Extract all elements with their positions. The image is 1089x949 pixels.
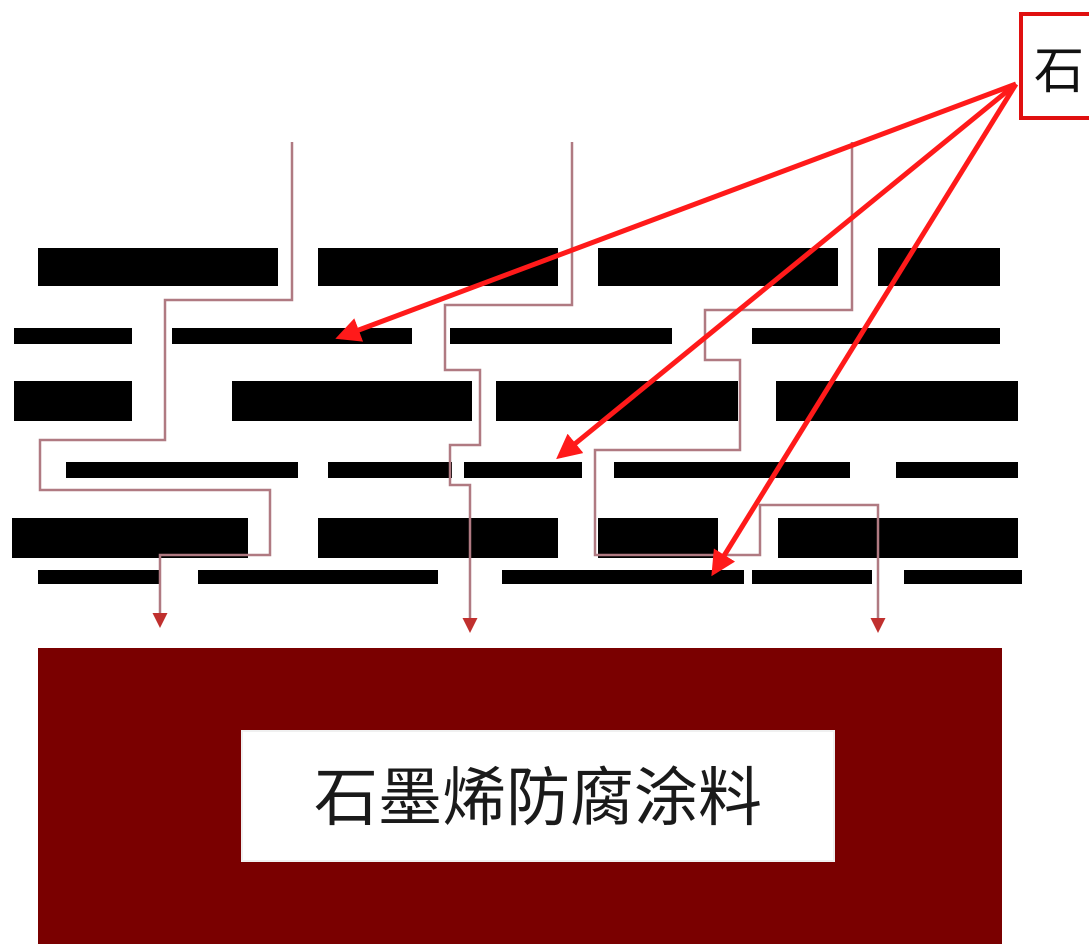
graphene-sheet	[904, 570, 1022, 584]
graphene-sheet-layers	[12, 248, 1022, 584]
graphene-sheet	[12, 518, 248, 558]
graphene-sheet	[878, 248, 1000, 286]
diffusion-path	[593, 142, 886, 633]
graphene-sheet	[318, 518, 558, 558]
graphene-sheet	[318, 248, 558, 286]
graphene-sheet	[14, 328, 132, 344]
graphene-sheet	[66, 462, 298, 478]
callout-box	[1019, 12, 1089, 120]
graphene-sheet	[776, 381, 1018, 421]
graphene-sheet	[502, 570, 744, 584]
substrate-label: 石墨烯防腐涂料	[314, 762, 762, 836]
callout-arrow	[556, 82, 1018, 460]
graphene-sheet	[598, 518, 718, 558]
graphene-sheet	[328, 462, 452, 478]
graphene-sheet	[752, 570, 872, 584]
graphene-sheet	[464, 462, 582, 478]
graphene-sheet	[450, 328, 672, 344]
graphene-sheet	[172, 328, 412, 344]
diffusion-path	[443, 142, 574, 633]
callout-arrow	[711, 82, 1019, 577]
diffusion-paths	[38, 142, 886, 633]
graphene-sheet	[14, 381, 132, 421]
callout-arrow	[335, 81, 1017, 342]
callout-label: 石	[1034, 42, 1084, 100]
substrate-label-box	[241, 730, 835, 862]
graphene-sheet	[232, 381, 472, 421]
graphene-sheet	[778, 518, 1018, 558]
graphene-sheet	[598, 248, 838, 286]
graphene-sheet	[496, 381, 738, 421]
graphene-sheet	[896, 462, 1018, 478]
callout-arrows	[335, 81, 1019, 577]
graphene-sheet	[614, 462, 850, 478]
graphene-sheet	[38, 248, 278, 286]
diffusion-path	[38, 142, 294, 628]
graphene-sheet	[198, 570, 438, 584]
graphene-sheet	[752, 328, 1000, 344]
graphene-sheet	[38, 570, 160, 584]
